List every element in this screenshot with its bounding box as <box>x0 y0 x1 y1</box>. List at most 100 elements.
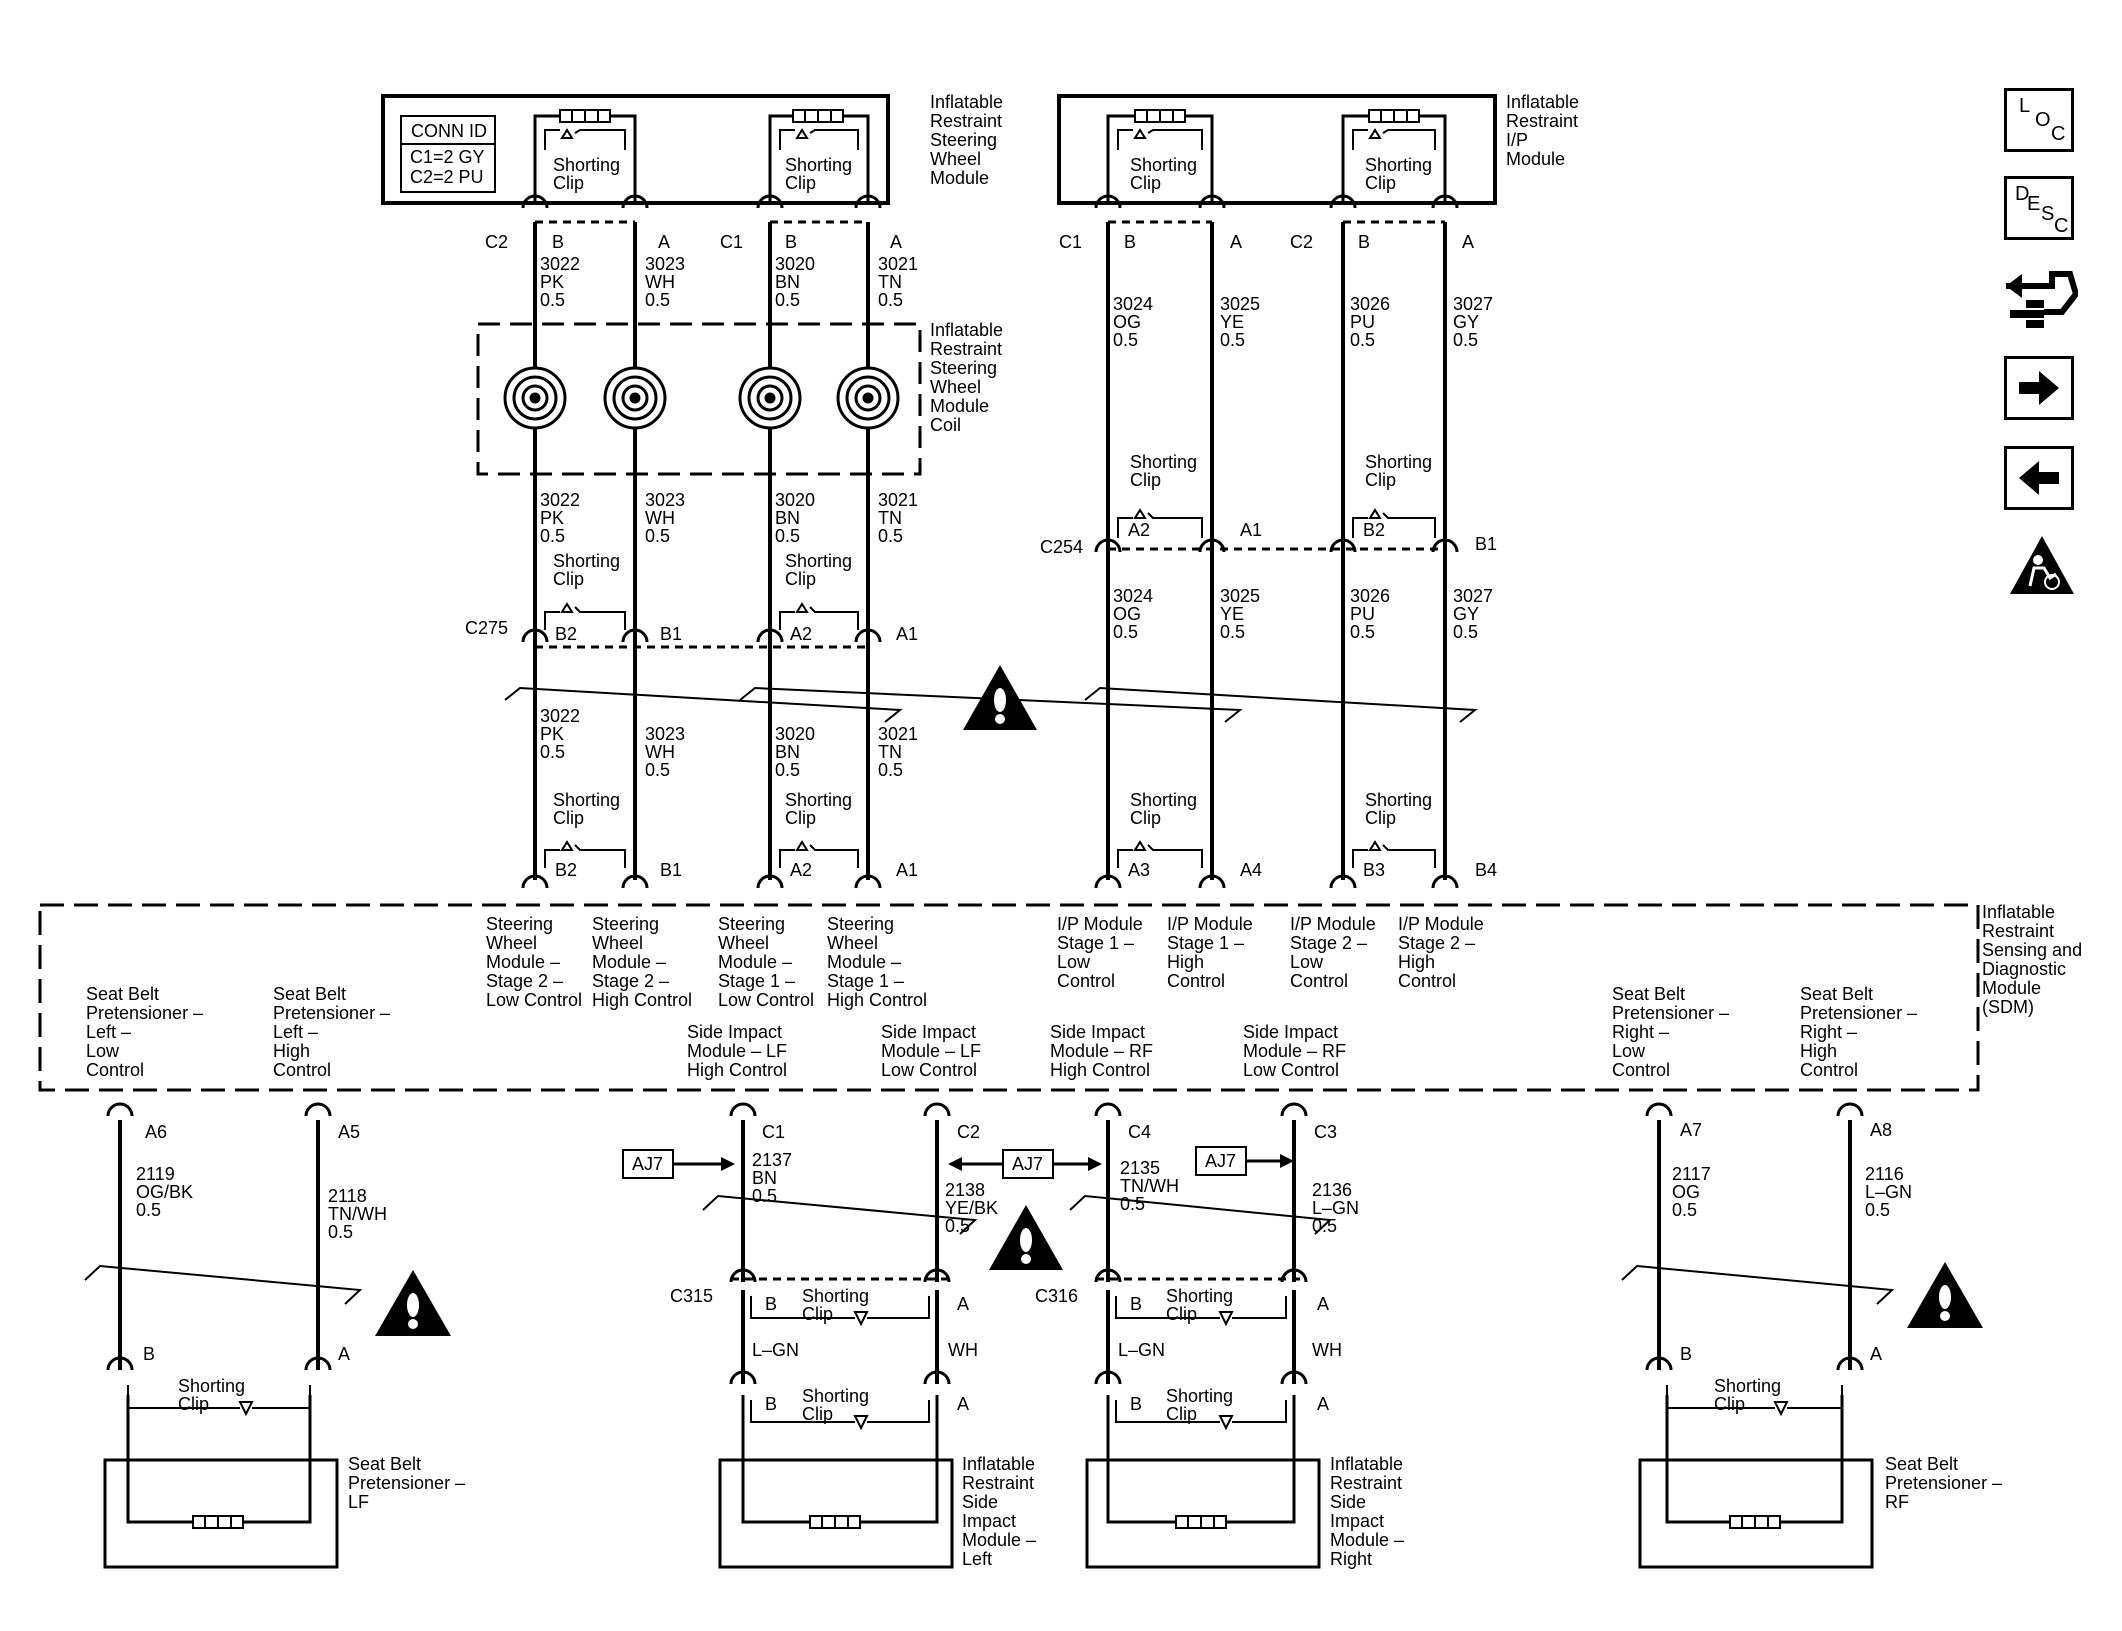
svg-text:Shorting: Shorting <box>1130 790 1197 810</box>
svg-text:B: B <box>1124 232 1136 252</box>
svg-text:Seat Belt: Seat Belt <box>1612 984 1685 1004</box>
svg-text:TN/WH: TN/WH <box>1120 1176 1179 1196</box>
svg-text:0.5: 0.5 <box>1120 1194 1145 1214</box>
svg-text:Left –: Left – <box>86 1022 131 1042</box>
svg-text:Inflatable: Inflatable <box>962 1454 1035 1474</box>
loc-button-icon[interactable]: L O C <box>2004 88 2074 152</box>
svg-text:High Control: High Control <box>592 990 692 1010</box>
shorting-clip <box>127 1296 1843 1431</box>
svg-text:3020: 3020 <box>775 490 815 510</box>
svg-text:A: A <box>658 232 670 252</box>
svg-text:Stage 1 –: Stage 1 – <box>1167 933 1244 953</box>
svg-text:A: A <box>890 232 902 252</box>
svg-text:Clip: Clip <box>1365 173 1396 193</box>
svg-text:Restraint: Restraint <box>962 1473 1034 1493</box>
svg-text:Clip: Clip <box>802 1304 833 1324</box>
svg-text:A1: A1 <box>896 624 918 644</box>
aj7-reference-box[interactable]: AJ7 <box>622 1149 735 1179</box>
svg-text:Module: Module <box>930 168 989 188</box>
svg-text:Diagnostic: Diagnostic <box>1982 959 2066 979</box>
connector-handshake-icon[interactable] <box>2004 264 2078 336</box>
next-arrow-icon[interactable] <box>2004 356 2074 420</box>
svg-text:Low: Low <box>1057 952 1091 972</box>
svg-text:Control: Control <box>273 1060 331 1080</box>
svg-text:Inflatable: Inflatable <box>930 92 1003 112</box>
svg-text:Low: Low <box>1612 1041 1646 1061</box>
svg-text:B1: B1 <box>660 624 682 644</box>
svg-text:C4: C4 <box>1128 1122 1151 1142</box>
svg-text:C254: C254 <box>1040 537 1083 557</box>
svg-text:3023: 3023 <box>645 724 685 744</box>
sdm-module-label: Inflatable Restraint Sensing and Diagnos… <box>1982 902 2082 1017</box>
svg-text:A2: A2 <box>790 624 812 644</box>
svg-text:Module –: Module – <box>827 952 901 972</box>
svg-text:B: B <box>785 232 797 252</box>
svg-text:B2: B2 <box>1363 520 1385 540</box>
svg-text:Wheel: Wheel <box>718 933 769 953</box>
svg-text:0.5: 0.5 <box>775 290 800 310</box>
svg-text:B: B <box>1358 232 1370 252</box>
svg-text:0.5: 0.5 <box>775 760 800 780</box>
svg-text:Clip: Clip <box>1166 1404 1197 1424</box>
svg-text:Shorting: Shorting <box>1166 1286 1233 1306</box>
aj7-reference-box[interactable]: AJ7 <box>948 1149 1102 1179</box>
desc-button-icon[interactable]: D E S C <box>2004 176 2074 240</box>
conn-id-title: CONN ID <box>411 121 487 141</box>
svg-text:Coil: Coil <box>930 415 961 435</box>
svg-text:I/P: I/P <box>1506 130 1528 150</box>
svg-text:Shorting: Shorting <box>802 1286 869 1306</box>
svg-text:TN/WH: TN/WH <box>328 1204 387 1224</box>
svg-text:Shorting: Shorting <box>785 155 852 175</box>
svg-text:BN: BN <box>775 742 800 762</box>
aj7-reference-box[interactable]: AJ7 <box>1195 1146 1294 1176</box>
svg-text:0.5: 0.5 <box>878 526 903 546</box>
svg-text:Wheel: Wheel <box>827 933 878 953</box>
svg-text:LF: LF <box>348 1492 369 1512</box>
previous-arrow-icon[interactable] <box>2004 446 2074 510</box>
svg-text:3024: 3024 <box>1113 294 1153 314</box>
svg-text:Steering: Steering <box>592 914 659 934</box>
svg-text:Restraint: Restraint <box>1506 111 1578 131</box>
svg-text:Inflatable: Inflatable <box>1506 92 1579 112</box>
svg-text:Shorting: Shorting <box>785 790 852 810</box>
svg-text:YE: YE <box>1220 312 1244 332</box>
svg-text:B: B <box>765 1394 777 1414</box>
svg-text:0.5: 0.5 <box>752 1186 777 1206</box>
svg-text:3020: 3020 <box>775 254 815 274</box>
side-impact-module-right: Inflatable Restraint Side Impact Module … <box>1085 1395 1404 1569</box>
svg-text:High: High <box>1800 1041 1837 1061</box>
svg-text:0.5: 0.5 <box>136 1200 161 1220</box>
svg-text:AJ7: AJ7 <box>632 1154 663 1174</box>
svg-text:0.5: 0.5 <box>645 526 670 546</box>
svg-text:Left –: Left – <box>273 1022 318 1042</box>
svg-text:Seat Belt: Seat Belt <box>1885 1454 1958 1474</box>
svg-text:Clip: Clip <box>802 1404 833 1424</box>
svg-text:Low: Low <box>1290 952 1324 972</box>
svg-text:WH: WH <box>1312 1340 1342 1360</box>
svg-text:Side: Side <box>962 1492 998 1512</box>
svg-text:Inflatable: Inflatable <box>1330 1454 1403 1474</box>
svg-text:Side Impact: Side Impact <box>1050 1022 1145 1042</box>
svg-text:3020: 3020 <box>775 724 815 744</box>
svg-text:Control: Control <box>1800 1060 1858 1080</box>
svg-text:OG: OG <box>1672 1182 1700 1202</box>
svg-text:A: A <box>338 1344 350 1364</box>
svg-text:Shorting: Shorting <box>1365 155 1432 175</box>
svg-text:Shorting: Shorting <box>553 790 620 810</box>
svg-text:0.5: 0.5 <box>1220 330 1245 350</box>
svg-text:I/P Module: I/P Module <box>1398 914 1484 934</box>
svg-text:Clip: Clip <box>553 173 584 193</box>
svg-text:3023: 3023 <box>645 254 685 274</box>
svg-text:3025: 3025 <box>1220 586 1260 606</box>
svg-text:A: A <box>1462 232 1474 252</box>
svg-text:Right –: Right – <box>1800 1022 1857 1042</box>
svg-text:Side Impact: Side Impact <box>687 1022 782 1042</box>
svg-text:YE/BK: YE/BK <box>945 1198 998 1218</box>
clockspring-spiral <box>503 366 900 430</box>
svg-text:A1: A1 <box>1240 520 1262 540</box>
svg-text:OG: OG <box>1113 312 1141 332</box>
svg-text:High Control: High Control <box>827 990 927 1010</box>
svg-text:0.5: 0.5 <box>1113 622 1138 642</box>
svg-text:Control: Control <box>1612 1060 1670 1080</box>
